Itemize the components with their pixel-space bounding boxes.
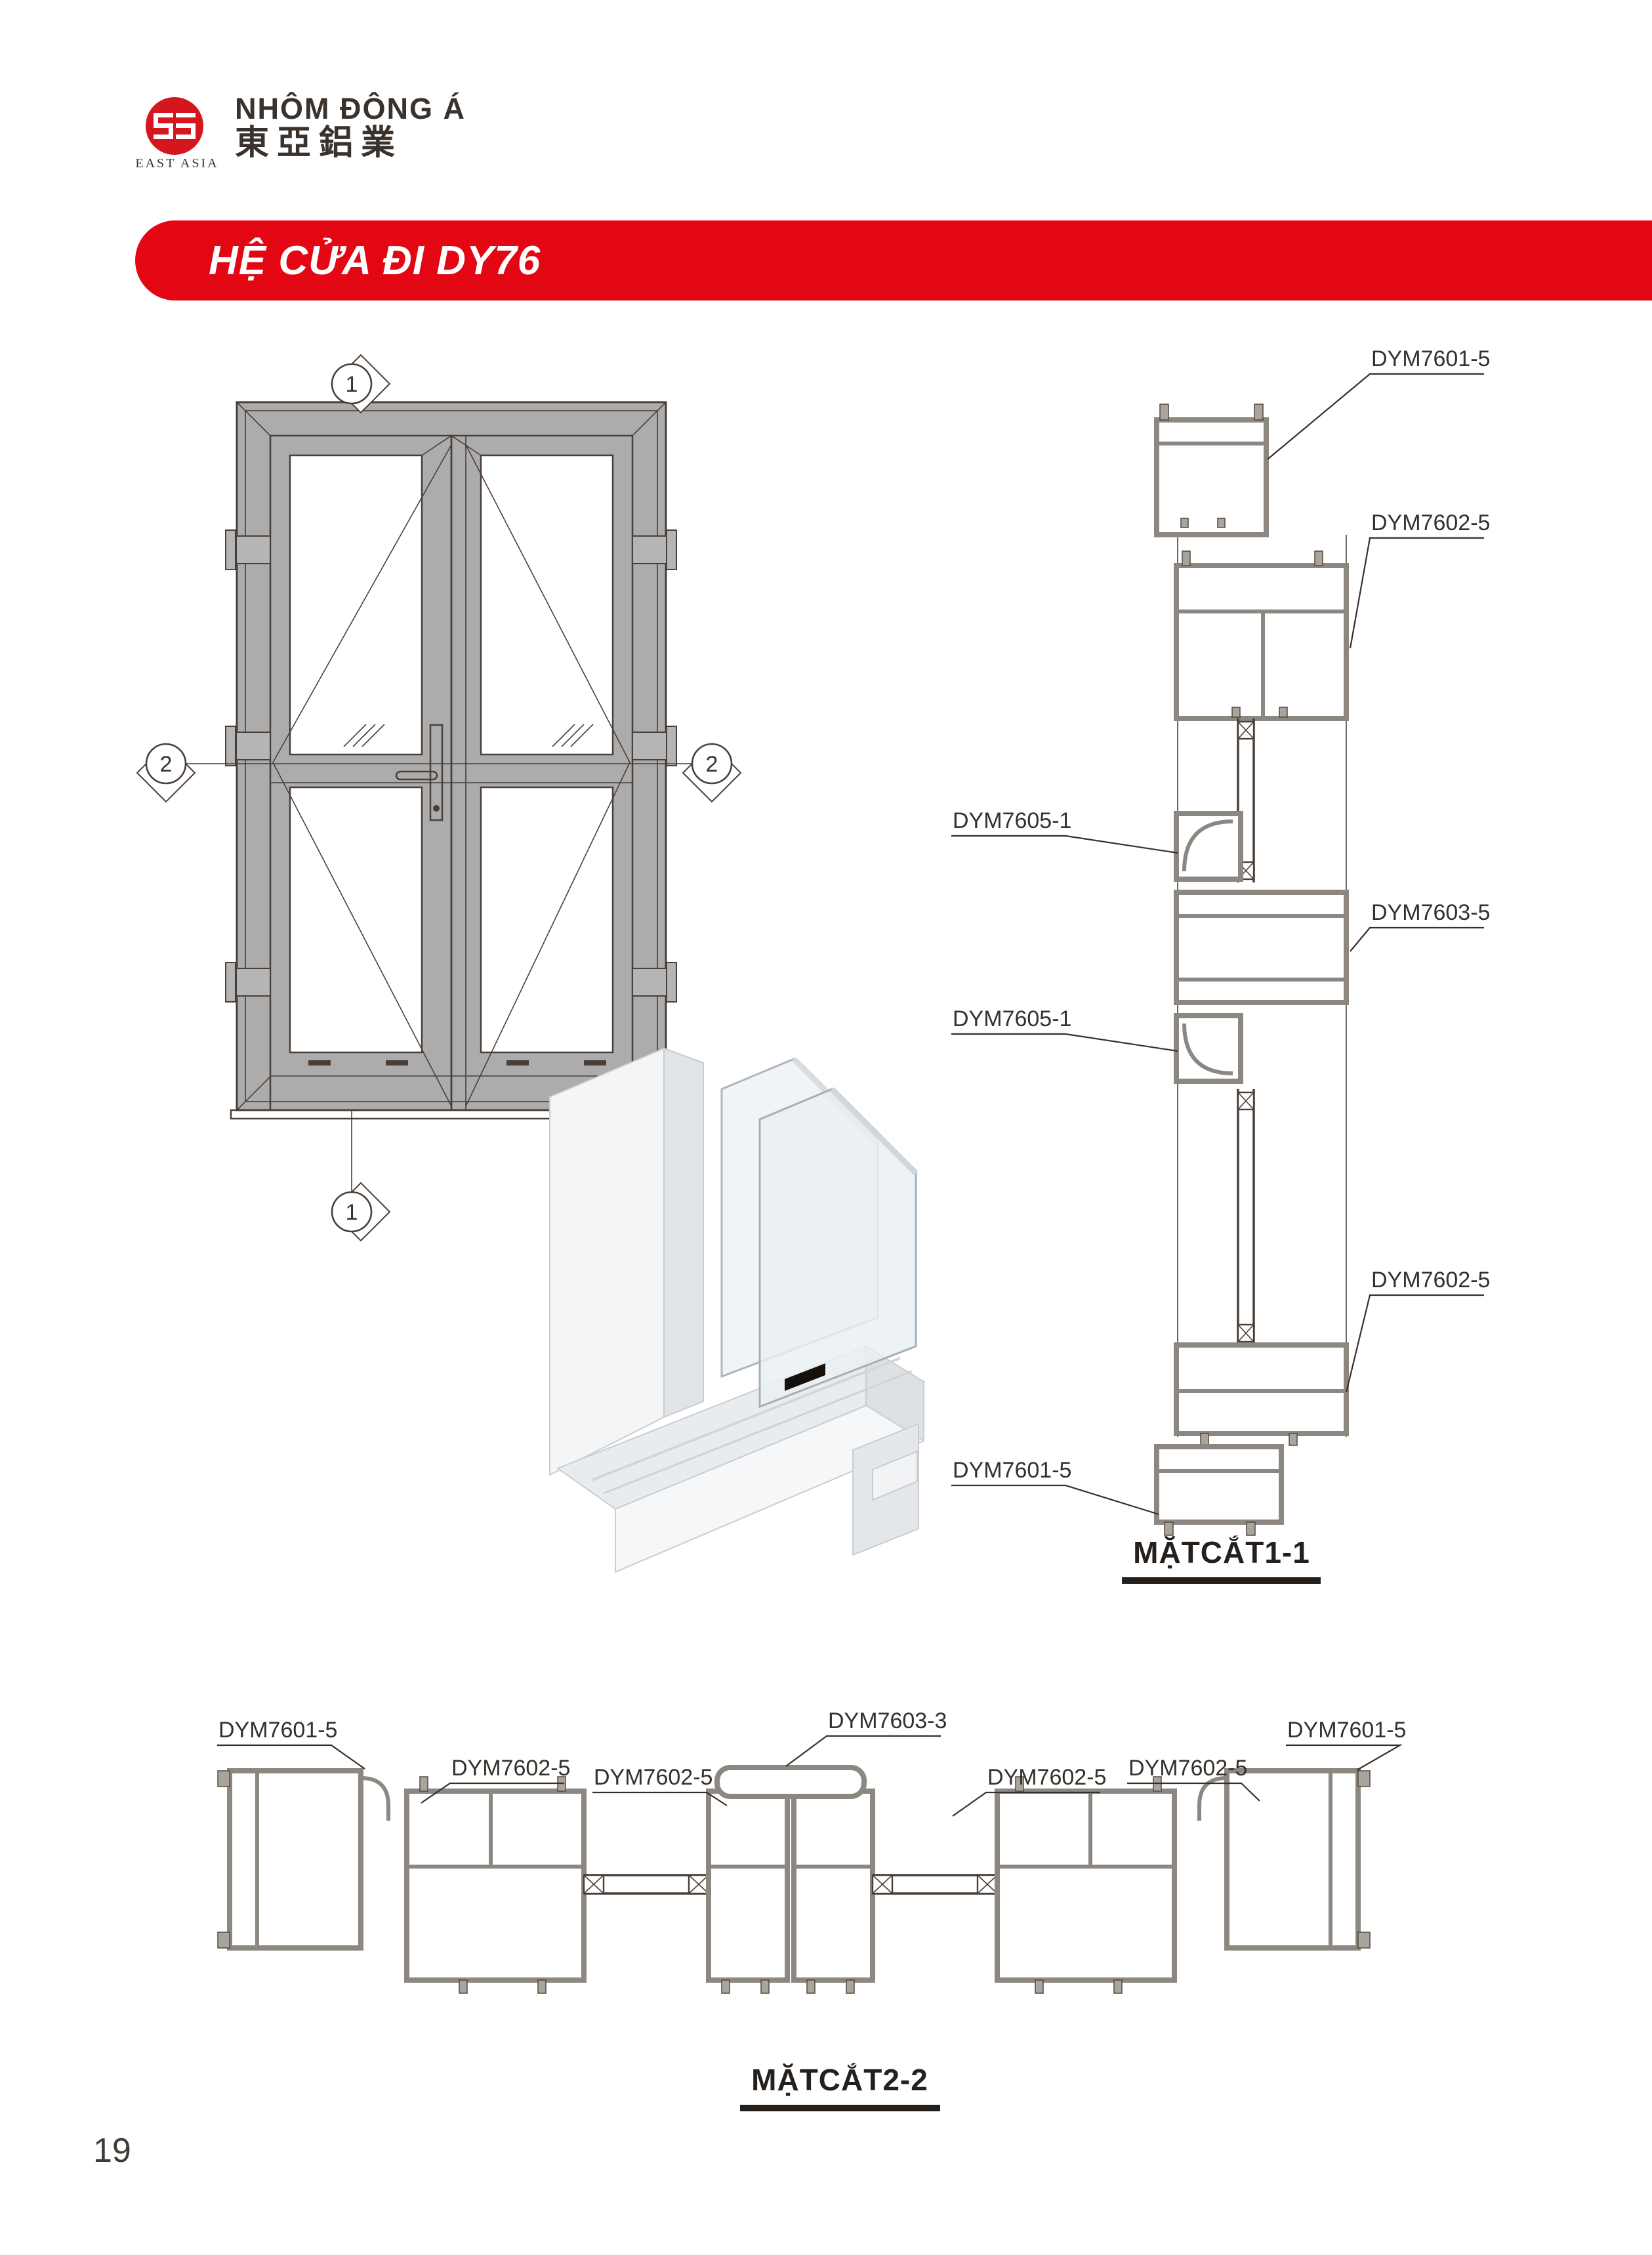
hinges xyxy=(225,529,677,1003)
profile-dym7603-5 xyxy=(1174,890,1349,1005)
brand-header: EAST ASIA NHÔM ĐÔNG Á 東亞鋁業 xyxy=(135,92,466,176)
profile-dym7605-1-upper xyxy=(1174,811,1243,882)
glazing-gasket xyxy=(785,1363,825,1391)
part-label: DYM7602-5 xyxy=(987,1765,1106,1790)
part-label: DYM7602-5 xyxy=(594,1765,712,1790)
isometric-profile-render xyxy=(548,1047,926,1573)
part-label: DYM7601-5 xyxy=(1287,1718,1406,1743)
page-number: 19 xyxy=(93,2132,131,2170)
section-marker-2-left: 2 xyxy=(136,743,196,803)
profile-dym7601-5-head xyxy=(1154,403,1269,537)
profile-dym7605-1-lower xyxy=(1174,1013,1243,1084)
part-label: DYM7603-3 xyxy=(828,1708,947,1733)
east-asia-logo-icon xyxy=(146,97,203,155)
glazing-right xyxy=(871,1874,999,1895)
weep-slots xyxy=(308,1060,606,1065)
glazing-lower xyxy=(1237,1089,1255,1345)
door-elevation-drawing: 1 1 2 2 xyxy=(136,354,742,1242)
section-marker-1-top: 1 xyxy=(331,354,391,414)
brand-name-vietnamese: NHÔM ĐÔNG Á xyxy=(235,92,466,125)
part-label: DYM7602-5 xyxy=(1371,510,1490,535)
page-title: HỆ CỬA ĐI DY76 xyxy=(209,238,541,283)
door-handle xyxy=(395,724,444,821)
profile-dym7602-5-right-sash xyxy=(995,1776,1177,1994)
profile-dym7601-5-right-jamb xyxy=(1197,1768,1371,1951)
logo-caption: EAST ASIA xyxy=(135,156,219,171)
swing-line-right-leaf xyxy=(465,444,630,1107)
glazing-upper xyxy=(1237,718,1255,882)
section-2-2-labels: DYM7601-5 DYM7602-5 DYM7602-5 DYM7603-3 … xyxy=(217,1708,1406,1817)
profile-dym7603-3-astragal xyxy=(714,1765,867,1799)
marker-label: 1 xyxy=(346,1200,358,1225)
profile-dym7601-5-sill xyxy=(1154,1444,1284,1536)
section-1-1-labels: DYM7601-5 DYM7602-5 DYM7605-1 DYM7603-5 … xyxy=(951,346,1490,1516)
part-label: DYM7605-1 xyxy=(953,808,1071,833)
glass-hatch-marks xyxy=(343,724,594,747)
title-underline xyxy=(740,2105,940,2111)
section-1-1-drawing: DYM7601-5 DYM7602-5 DYM7605-1 DYM7603-5 … xyxy=(951,346,1490,1584)
profile-dym7602-5-top xyxy=(1174,550,1349,721)
part-label: DYM7602-5 xyxy=(1371,1268,1490,1293)
glass-pane-front xyxy=(758,1088,917,1409)
marker-label: 2 xyxy=(160,752,173,777)
section-marker-2-right: 2 xyxy=(682,743,742,803)
part-label: DYM7601-5 xyxy=(953,1458,1071,1483)
section-title-banner: HỆ CỬA ĐI DY76 xyxy=(135,220,1652,300)
marker-label: 1 xyxy=(346,372,358,397)
glass-left-upper xyxy=(289,454,423,756)
section-1-1-title: MẶTCẮT1-1 xyxy=(1133,1535,1310,1569)
swing-line-left-leaf xyxy=(272,444,452,1107)
brand-name-chinese: 東亞鋁業 xyxy=(235,124,403,163)
profile-meeting-stiles xyxy=(706,1765,875,1994)
glass-right-lower xyxy=(480,786,614,1054)
profile-dym7602-5-bottom xyxy=(1174,1342,1349,1446)
company-logo: EAST ASIA xyxy=(135,93,217,176)
part-label: DYM7601-5 xyxy=(218,1718,337,1743)
profile-dym7602-5-left-sash xyxy=(404,1776,587,1994)
section-2-2-title: MẶTCẮT2-2 xyxy=(751,2063,928,2097)
part-label: DYM7601-5 xyxy=(1371,346,1490,371)
profile-dym7601-5-left-jamb xyxy=(217,1768,390,1951)
logo-circle xyxy=(146,97,203,155)
marker-label: 2 xyxy=(706,752,718,777)
logo-glyph xyxy=(154,113,196,139)
glass-left-lower xyxy=(289,786,423,1054)
part-label: DYM7603-5 xyxy=(1371,900,1490,925)
glazing-left xyxy=(583,1874,710,1895)
section-2-2-drawing: DYM7601-5 DYM7602-5 DYM7602-5 DYM7603-3 … xyxy=(217,1708,1406,2111)
title-underline xyxy=(1122,1577,1321,1584)
part-label: DYM7602-5 xyxy=(451,1756,570,1781)
part-label: DYM7605-1 xyxy=(953,1006,1071,1031)
glass-right-upper xyxy=(480,454,614,756)
section-marker-1-bottom: 1 xyxy=(331,1182,391,1242)
part-label: DYM7602-5 xyxy=(1128,1756,1247,1781)
